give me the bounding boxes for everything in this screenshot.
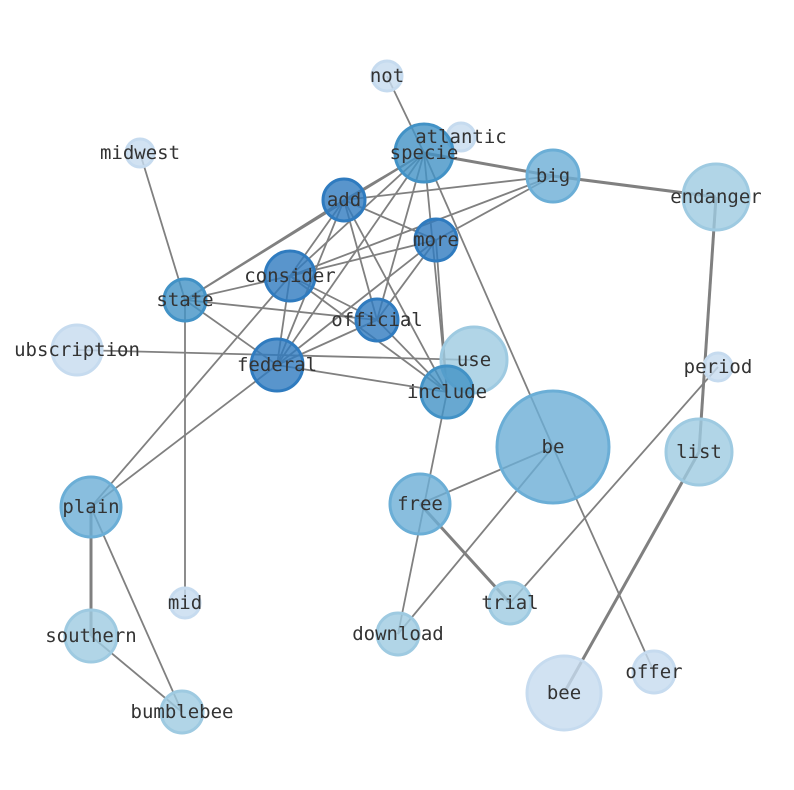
node-list[interactable] bbox=[664, 417, 734, 487]
node-label-use: use bbox=[457, 349, 491, 371]
node-label-download: download bbox=[352, 623, 444, 645]
node-not[interactable] bbox=[370, 59, 404, 93]
edge-endanger-list bbox=[697, 196, 718, 453]
node-label-federal: federal bbox=[237, 354, 317, 376]
node-be[interactable] bbox=[495, 389, 611, 505]
node-consider[interactable] bbox=[263, 249, 317, 303]
node-more[interactable] bbox=[413, 217, 459, 263]
edge-add-big bbox=[343, 175, 554, 201]
node-offer[interactable] bbox=[631, 649, 677, 695]
node-southern[interactable] bbox=[63, 608, 119, 664]
node-label-offer: offer bbox=[625, 661, 682, 683]
node-bee[interactable] bbox=[525, 654, 603, 732]
labels: not atlantic midwest specie big endanger add mo… bbox=[14, 65, 762, 723]
edge-state-official bbox=[184, 299, 378, 321]
node-download[interactable] bbox=[375, 611, 421, 657]
node-label-period: period bbox=[684, 356, 753, 378]
edge-specie-federal bbox=[276, 152, 425, 366]
edge-consider-plain bbox=[90, 275, 291, 508]
node-label-not: not bbox=[370, 65, 404, 87]
node-include[interactable] bbox=[419, 364, 475, 420]
node-big[interactable] bbox=[525, 148, 581, 204]
node-label-midwest: midwest bbox=[100, 142, 180, 164]
node-label-big: big bbox=[536, 165, 570, 187]
node-label-be: be bbox=[542, 436, 565, 458]
edge-federal-plain bbox=[90, 364, 278, 508]
edge-federal-include bbox=[276, 364, 448, 393]
edge-midwest-state bbox=[139, 152, 186, 301]
node-label-atlantic: atlantic bbox=[415, 126, 507, 148]
node-label-more: more bbox=[413, 229, 459, 251]
node-label-consider: consider bbox=[244, 265, 336, 287]
node-label-plain: plain bbox=[62, 496, 119, 518]
node-label-endanger: endanger bbox=[670, 186, 762, 208]
edge-list-bee bbox=[562, 451, 701, 694]
node-midwest[interactable] bbox=[124, 137, 156, 169]
node-label-ubscription: ubscription bbox=[14, 339, 140, 361]
node-label-bee: bee bbox=[547, 682, 581, 704]
node-label-mid: mid bbox=[168, 592, 202, 614]
node-label-southern: southern bbox=[45, 625, 137, 647]
node-label-state: state bbox=[156, 289, 213, 311]
edge-plain-bumblebee bbox=[90, 506, 183, 713]
node-add[interactable] bbox=[321, 177, 367, 223]
node-free[interactable] bbox=[388, 472, 452, 536]
node-state[interactable] bbox=[162, 277, 208, 323]
node-official[interactable] bbox=[354, 297, 400, 343]
node-mid[interactable] bbox=[168, 586, 202, 620]
node-specie[interactable] bbox=[393, 122, 455, 184]
node-bumblebee[interactable] bbox=[159, 689, 205, 735]
node-period[interactable] bbox=[702, 351, 734, 383]
nodes bbox=[50, 59, 751, 735]
node-label-include: include bbox=[407, 381, 487, 403]
node-label-official: official bbox=[331, 309, 423, 331]
node-trial[interactable] bbox=[487, 580, 533, 626]
node-label-bumblebee: bumblebee bbox=[131, 701, 234, 723]
node-ubscription[interactable] bbox=[50, 323, 104, 377]
node-label-trial: trial bbox=[481, 592, 538, 614]
node-plain[interactable] bbox=[59, 475, 123, 539]
node-label-specie: specie bbox=[390, 142, 459, 164]
node-label-list: list bbox=[676, 441, 722, 463]
edge-add-state bbox=[184, 199, 345, 301]
node-endanger[interactable] bbox=[681, 162, 751, 232]
node-label-free: free bbox=[397, 493, 443, 515]
node-federal[interactable] bbox=[249, 337, 305, 393]
edge-trial-period bbox=[509, 366, 719, 604]
node-label-add: add bbox=[327, 189, 361, 211]
edge-more-federal bbox=[276, 239, 437, 366]
